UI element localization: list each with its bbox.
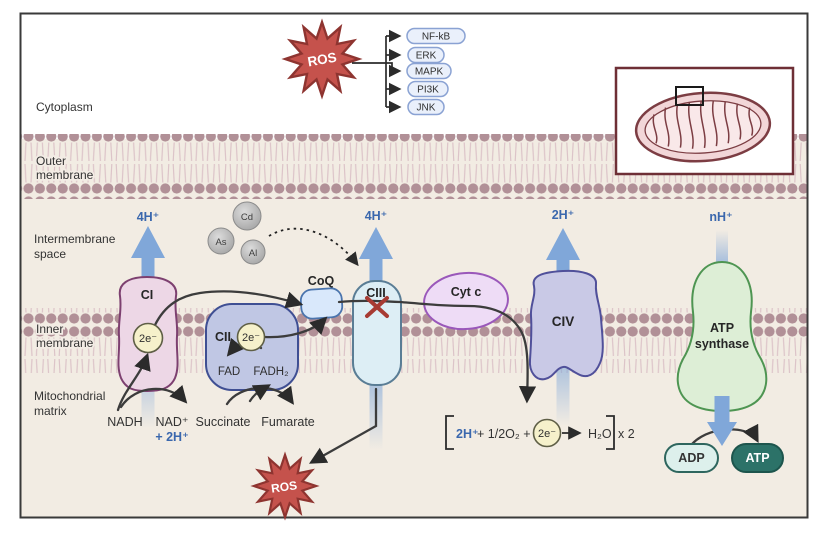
atp-label: ATP — [745, 451, 769, 465]
plus-2h-label: + 2H⁺ — [155, 430, 188, 444]
fad-label: FAD — [218, 366, 240, 378]
signaling-targets: NF-kB ERK MAPK PI3K JNK — [406, 27, 466, 116]
atp-synthase — [676, 260, 768, 412]
zoom-region-box — [675, 86, 704, 106]
outer-membrane-label-1: Outer — [36, 154, 66, 168]
water-reaction: 2H⁺ + 1/2O₂ + 2e⁻ H₂O x 2 — [445, 415, 635, 450]
bracket-left — [445, 415, 454, 450]
electron-badge-ci — [132, 322, 164, 354]
target-pill-mapk — [406, 62, 452, 80]
target-label-mapk: MAPK — [415, 67, 444, 78]
target-label-nfkb: NF-kB — [422, 32, 451, 43]
electron-path-cii-to-coq — [263, 316, 328, 339]
signal-connector-lines — [352, 29, 402, 114]
target-pill-erk — [407, 46, 445, 64]
metal-inhibition-arrow — [268, 227, 359, 267]
complex-i-label: CI — [141, 288, 154, 302]
nadh-to-nad-arrow — [119, 384, 188, 409]
intermembrane-space-label-1: Intermembrane — [34, 232, 116, 246]
reaction-oxygen: + 1/2O₂ + — [477, 427, 531, 441]
succinate-label: Succinate — [196, 415, 251, 429]
target-pill-nfkb — [406, 27, 466, 45]
proton-outflow-arrow — [707, 396, 737, 446]
ciii-to-ros-arrow — [308, 387, 378, 464]
atp-synthase-label-2: synthase — [695, 337, 749, 351]
inner-membrane-label-1: Inner — [36, 322, 63, 336]
ros-bottom-label: ROS — [270, 478, 298, 495]
adp-label: ADP — [678, 451, 704, 465]
atp-synthase-label-1: ATP — [710, 321, 734, 335]
succinate-electron-arrow — [248, 384, 271, 403]
nadh-electron-arrow — [116, 352, 151, 412]
fadh2-label: FADH₂ — [253, 366, 288, 378]
coq-label: CoQ — [308, 274, 335, 288]
metal-al-icon — [240, 239, 266, 265]
metal-as-icon — [207, 227, 235, 255]
reaction-protons: 2H⁺ — [456, 427, 479, 441]
target-label-jnk: JNK — [417, 103, 436, 114]
atp-pill — [731, 443, 784, 473]
target-pill-jnk — [407, 98, 445, 116]
coenzyme-q — [299, 287, 344, 320]
electron-path-ci-to-coq — [153, 290, 304, 327]
complex-iv-label: CIV — [552, 314, 575, 329]
ros-label: ROS — [306, 50, 337, 70]
metal-cd-icon — [232, 201, 262, 231]
metal-cd-label: Cd — [241, 212, 253, 223]
proton-label-ci: 4H⁺ — [137, 210, 160, 224]
proton-label-civ: 2H⁺ — [552, 208, 575, 222]
electron-badges: 2e⁻ 2e⁻ — [132, 322, 266, 354]
matrix-label-2: matrix — [34, 404, 67, 418]
bracket-right — [606, 415, 615, 450]
fumarate-label: Fumarate — [261, 415, 315, 429]
nucleotide-pills: ADP ATP — [664, 443, 784, 473]
cyt-c-label: Cyt c — [451, 285, 482, 299]
heavy-metals: Cd As Al — [207, 201, 266, 265]
electron-badge-reaction-label: 2e⁻ — [538, 428, 556, 440]
electron-badge-ci-label: 2e⁻ — [139, 333, 157, 345]
mitochondrion-inset — [614, 66, 795, 176]
adp-pill — [664, 443, 719, 473]
target-label-erk: ERK — [416, 51, 437, 62]
electron-badge-reaction — [532, 418, 562, 448]
nadh-label: NADH — [107, 415, 142, 429]
proton-label-atp-synthase: nH⁺ — [709, 210, 732, 224]
proton-label-ciii: 4H⁺ — [365, 209, 388, 223]
complex-ii-label: CII — [215, 330, 231, 344]
mitochondrion-icon — [634, 91, 772, 163]
target-label-pi3k: PI3K — [417, 85, 439, 96]
complex-iii-label: CIII — [366, 286, 385, 300]
cristae — [652, 100, 754, 149]
matrix-label-1: Mitochondrial — [34, 389, 105, 403]
metal-as-label: As — [215, 237, 226, 248]
target-pill-pi3k — [407, 80, 449, 98]
nad-label: NAD⁺ — [156, 415, 189, 429]
cytoplasm-label: Cytoplasm — [36, 100, 93, 114]
electron-badge-cii — [236, 322, 266, 352]
complex-iv — [528, 269, 604, 381]
ciii-block-x-icon — [365, 296, 389, 318]
reaction-multiplier: x 2 — [618, 427, 635, 441]
inner-membrane-label-2: membrane — [36, 336, 94, 350]
reaction-water: H₂O — [588, 427, 612, 441]
intermembrane-space-label-2: space — [34, 247, 66, 261]
electron-badge-cii-label: 2e⁻ — [242, 332, 260, 344]
complex-iii — [352, 280, 402, 386]
metal-al-label: Al — [249, 248, 257, 259]
outer-membrane-label-2: membrane — [36, 168, 94, 182]
